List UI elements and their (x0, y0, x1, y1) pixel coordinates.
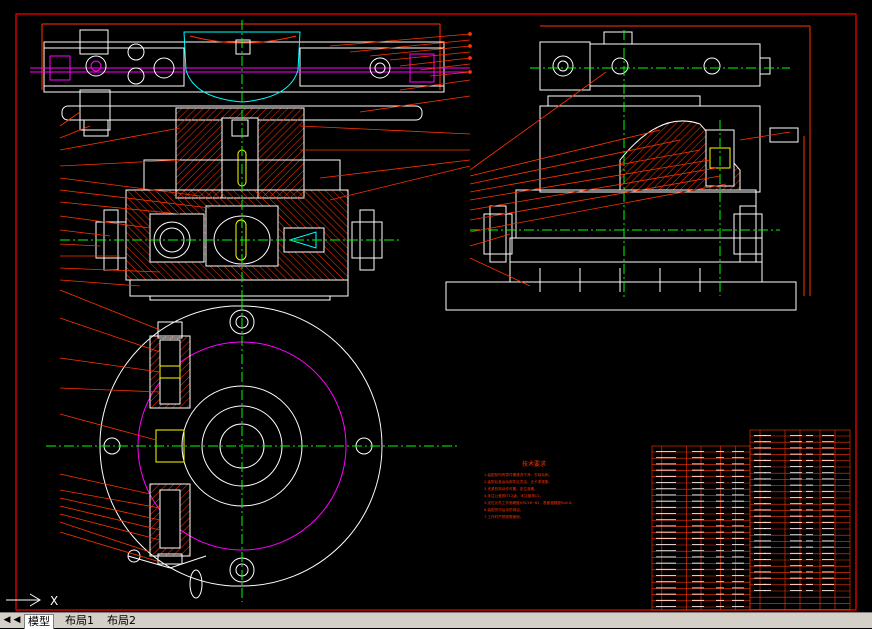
tech-req-line: 1.装配前所有零件需清洗干净，去除毛刺。 (484, 472, 552, 477)
drawing-frame (15, 13, 857, 611)
tech-req-line: 4.未注公差按IT12级，未注倒角C1。 (484, 493, 543, 498)
tab-layout2[interactable]: 布局2 (107, 614, 136, 627)
layout-tab-bar: ◀ ◀ 模型 布局1 布局2 (0, 612, 872, 629)
tech-req-line: 5.定位元件工作面硬度HRC58~62，表面粗糙度Ra0.8。 (484, 500, 575, 505)
side-view[interactable] (445, 25, 811, 311)
side-view-leaders (469, 71, 791, 287)
tab-layout1[interactable]: 布局1 (65, 614, 94, 627)
front-view-leaders (59, 32, 472, 287)
top-view[interactable] (46, 300, 460, 602)
tech-req-line: 3.夹紧机构动作可靠，定位准确。 (484, 486, 538, 491)
tech-req-line: 7.工作时严禁超载使用。 (484, 514, 523, 519)
ucs-icon: X (6, 593, 58, 608)
parts-list-table[interactable] (651, 429, 851, 611)
tech-req-title: 技术要求 (522, 460, 546, 468)
tech-req-line: 2.装配后各运动部件应灵活，无卡滞现象。 (484, 479, 552, 484)
tab-model[interactable]: 模型 (24, 614, 54, 629)
tab-nav-first-icon[interactable]: ◀ (3, 615, 11, 625)
tech-req-line: 6.装配完毕后涂防锈油。 (484, 507, 523, 512)
tab-nav-prev-icon[interactable]: ◀ (13, 615, 21, 625)
technical-requirements: 技术要求 1.装配前所有零件需清洗干净，去除毛刺。 2.装配后各运动部件应灵活，… (484, 460, 575, 519)
front-view[interactable] (30, 20, 470, 302)
ucs-x-label: X (50, 594, 58, 608)
top-view-leaders (59, 289, 161, 563)
model-space-canvas[interactable]: 技术要求 1.装配前所有零件需清洗干净，去除毛刺。 2.装配后各运动部件应灵活，… (0, 0, 872, 612)
